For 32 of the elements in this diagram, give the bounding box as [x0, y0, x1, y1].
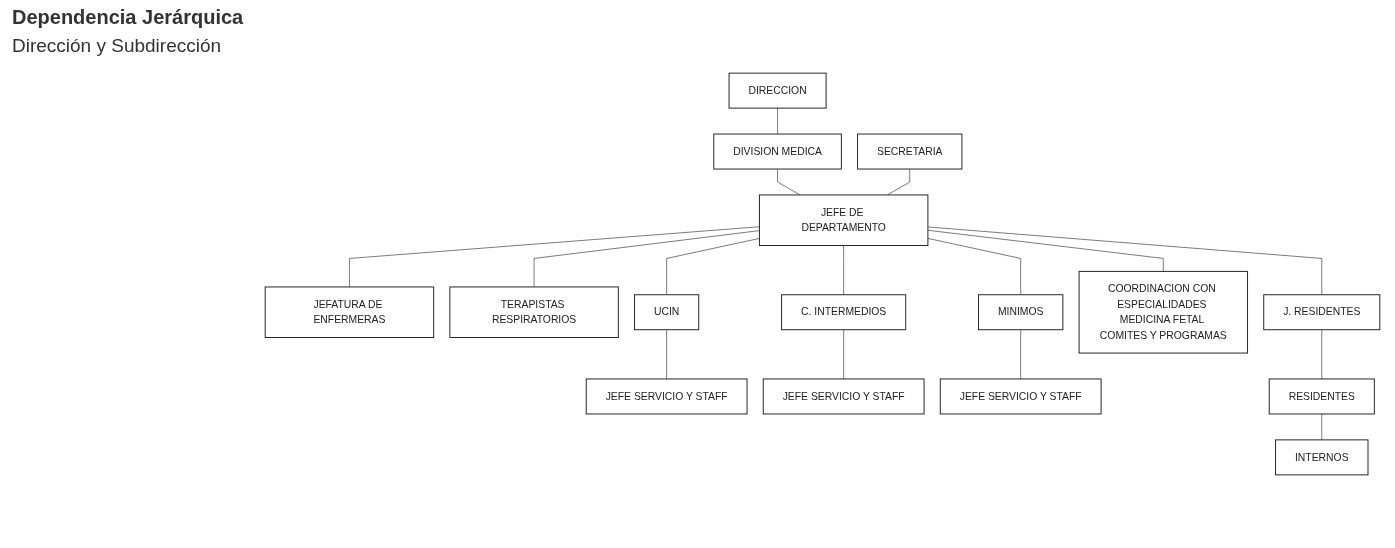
- node-box: DIVISION MEDICA: [713, 133, 842, 170]
- connector: [843, 245, 844, 296]
- node-box: J. RESIDENTES: [1263, 294, 1381, 331]
- connector: [666, 329, 667, 380]
- connector: [843, 329, 844, 380]
- node-box: MINIMOS: [978, 294, 1064, 331]
- node-box: DIRECCION: [728, 72, 827, 109]
- node-box: C. INTERMEDIOS: [781, 294, 907, 331]
- connector: [927, 238, 1021, 296]
- node-box: COORDINACION CON ESPECIALIDADES MEDICINA FETAL COMITES Y PROGRAMAS: [1078, 270, 1249, 354]
- connector: [1020, 329, 1021, 380]
- connector: [1321, 413, 1323, 441]
- connector: [1321, 329, 1323, 380]
- connector: [927, 226, 1323, 296]
- node-box: JEFATURA DE ENFERMERAS: [264, 286, 435, 338]
- connector: [927, 229, 1164, 272]
- subtitle-text: Dirección y Subdirección: [12, 35, 223, 57]
- node-box: RESIDENTES: [1268, 378, 1375, 415]
- connector: [349, 226, 760, 288]
- connector: [777, 107, 778, 135]
- connector: [533, 230, 760, 288]
- diagram-title: Dependencia Jerárquica: [12, 6, 244, 29]
- node-box: JEFE SERVICIO Y STAFF: [939, 378, 1102, 415]
- connector: [666, 238, 760, 296]
- connector: [887, 168, 911, 196]
- node-box: INTERNOS: [1275, 439, 1369, 476]
- node-box: JEFE DE DEPARTAMENTO: [758, 194, 929, 246]
- node-box: SECRETARIA: [857, 133, 963, 170]
- node-box: UCIN: [634, 294, 700, 331]
- node-box: TERAPISTAS RESPIRATORIOS: [449, 286, 619, 338]
- node-box: JEFE SERVICIO Y STAFF: [585, 378, 748, 415]
- node-box: JEFE SERVICIO Y STAFF: [762, 378, 925, 415]
